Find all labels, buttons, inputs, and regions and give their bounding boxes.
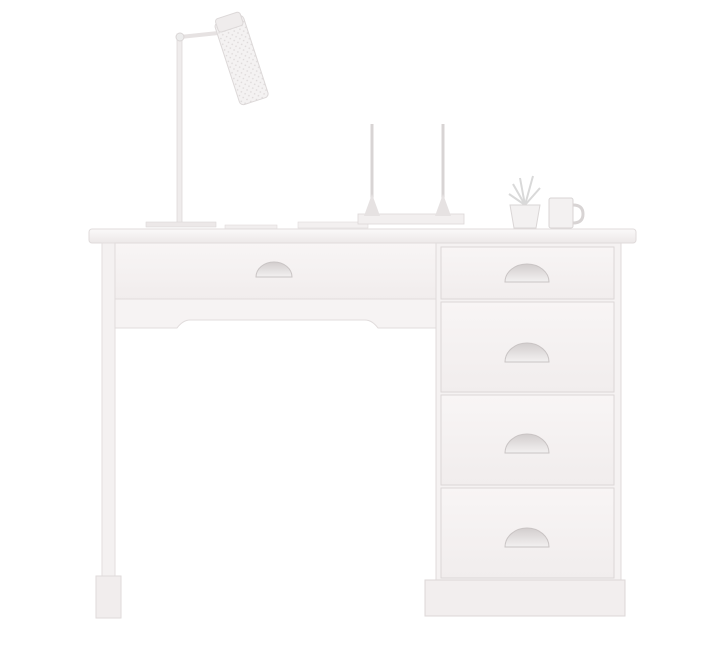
potted-plant [508,175,541,229]
drawer-1 [440,246,615,300]
plinth [424,579,626,617]
desk-top [88,228,637,244]
tablet-stand [357,124,465,225]
desk-lamp [145,11,269,228]
drawer-4 [440,487,615,579]
drawer-3 [440,394,615,486]
drawer-2 [440,301,615,393]
mug [548,197,585,229]
leg [95,242,122,619]
paper-stack [224,221,369,230]
wide-drawer [114,242,437,329]
